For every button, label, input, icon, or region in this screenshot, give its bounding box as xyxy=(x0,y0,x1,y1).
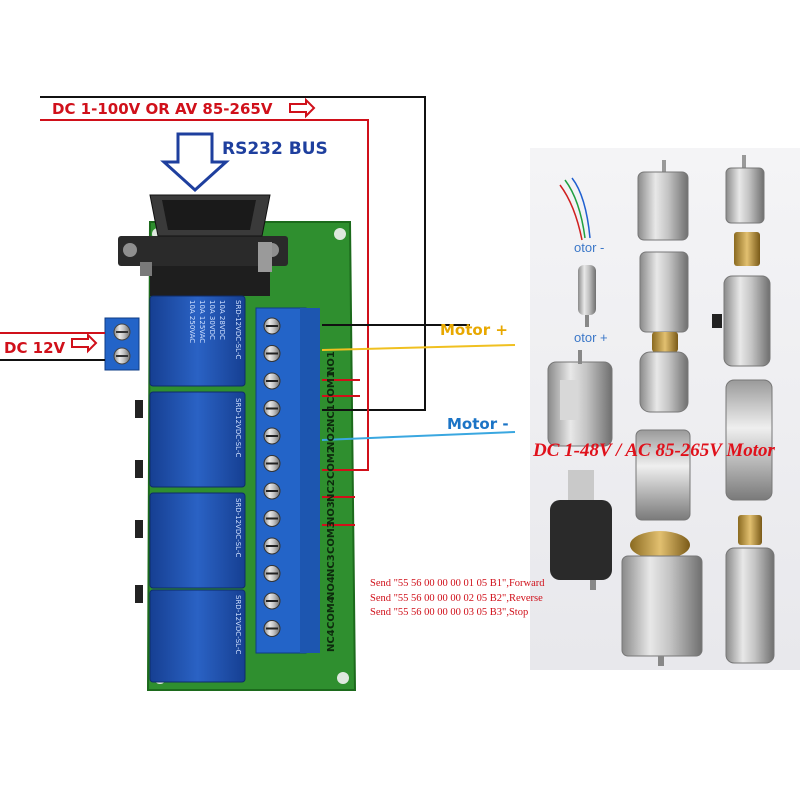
terminal-pin-label: NO2 xyxy=(326,425,337,450)
relay-text: SRD-12VDC-SL-C xyxy=(234,498,242,557)
command-reverse: Send "55 56 00 00 00 02 05 B2",Reverse xyxy=(370,593,543,604)
terminal-pin-label: COM4 xyxy=(326,596,337,630)
relay-text: 10A 30VDC xyxy=(208,300,216,340)
terminal-block xyxy=(255,307,320,654)
power-terminal xyxy=(104,317,140,371)
terminal-pin-label: NC3 xyxy=(326,554,337,577)
relay-text: 10A 125VAC xyxy=(198,300,206,343)
motor-plus-label: Motor + xyxy=(440,321,508,339)
wiring xyxy=(0,96,516,526)
motor-right-column xyxy=(712,155,775,664)
terminal-pin-label: COM1 xyxy=(326,371,337,405)
relay-text: SRD-12VDC-SL-C xyxy=(234,595,242,654)
terminal-pin-label: NC2 xyxy=(326,479,337,502)
relay-text: 10A 250VAC xyxy=(188,300,196,343)
motor-small-left xyxy=(547,350,613,447)
terminal-pin-label: NC4 xyxy=(326,629,337,652)
motor-minus-label: Motor - xyxy=(447,415,509,433)
motor-middle-column xyxy=(621,160,703,666)
dc12v-label: DC 12V xyxy=(4,339,66,357)
motor-photo xyxy=(547,155,775,666)
relays: SRD-12VDC-SL-C SRD-12VDC-SL-C SRD-12VDC-… xyxy=(149,295,246,683)
motor-tiny xyxy=(559,177,596,327)
motor-plus-ghost-label: otor + xyxy=(574,330,608,345)
command-forward: Send "55 56 00 00 00 01 05 B1",Forward xyxy=(370,578,545,589)
terminal-pin-label: NO4 xyxy=(326,575,337,600)
motor-range-banner: DC 1-48V / AC 85-265V Motor xyxy=(533,440,775,461)
terminal-pin-label: NC1 xyxy=(326,404,337,427)
motor-minus-ghost-label: otor - xyxy=(574,240,605,255)
power-supply-label: DC 1-100V OR AV 85-265V xyxy=(52,100,273,118)
bus-down-arrow-icon xyxy=(160,132,230,193)
motor-black-fan xyxy=(550,470,612,590)
arrow-icon xyxy=(71,97,316,354)
terminal-pin-label: NO3 xyxy=(326,500,337,525)
relay-text: 10A 28VDC xyxy=(218,300,226,340)
relay-text: SRD-12VDC-SL-C xyxy=(234,300,242,359)
terminal-pin-label: COM2 xyxy=(326,446,337,480)
db9-connector xyxy=(118,194,288,296)
relay-text: SRD-12VDC-SL-C xyxy=(234,398,242,457)
command-stop: Send "55 56 00 00 00 03 05 B3",Stop xyxy=(370,607,529,618)
terminal-pin-label: NO1 xyxy=(326,350,337,375)
terminal-pin-label: COM3 xyxy=(326,521,337,555)
rs232-bus-label: RS232 BUS xyxy=(222,139,328,159)
